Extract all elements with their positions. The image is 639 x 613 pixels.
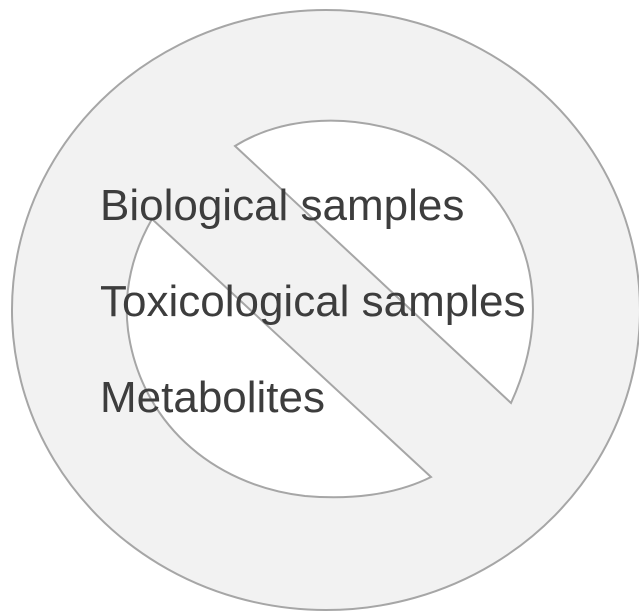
label-metabolites: Metabolites xyxy=(100,373,326,422)
label-biological-samples: Biological samples xyxy=(100,181,465,230)
prohibition-ring xyxy=(11,9,639,611)
label-toxicological-samples: Toxicological samples xyxy=(100,277,526,326)
